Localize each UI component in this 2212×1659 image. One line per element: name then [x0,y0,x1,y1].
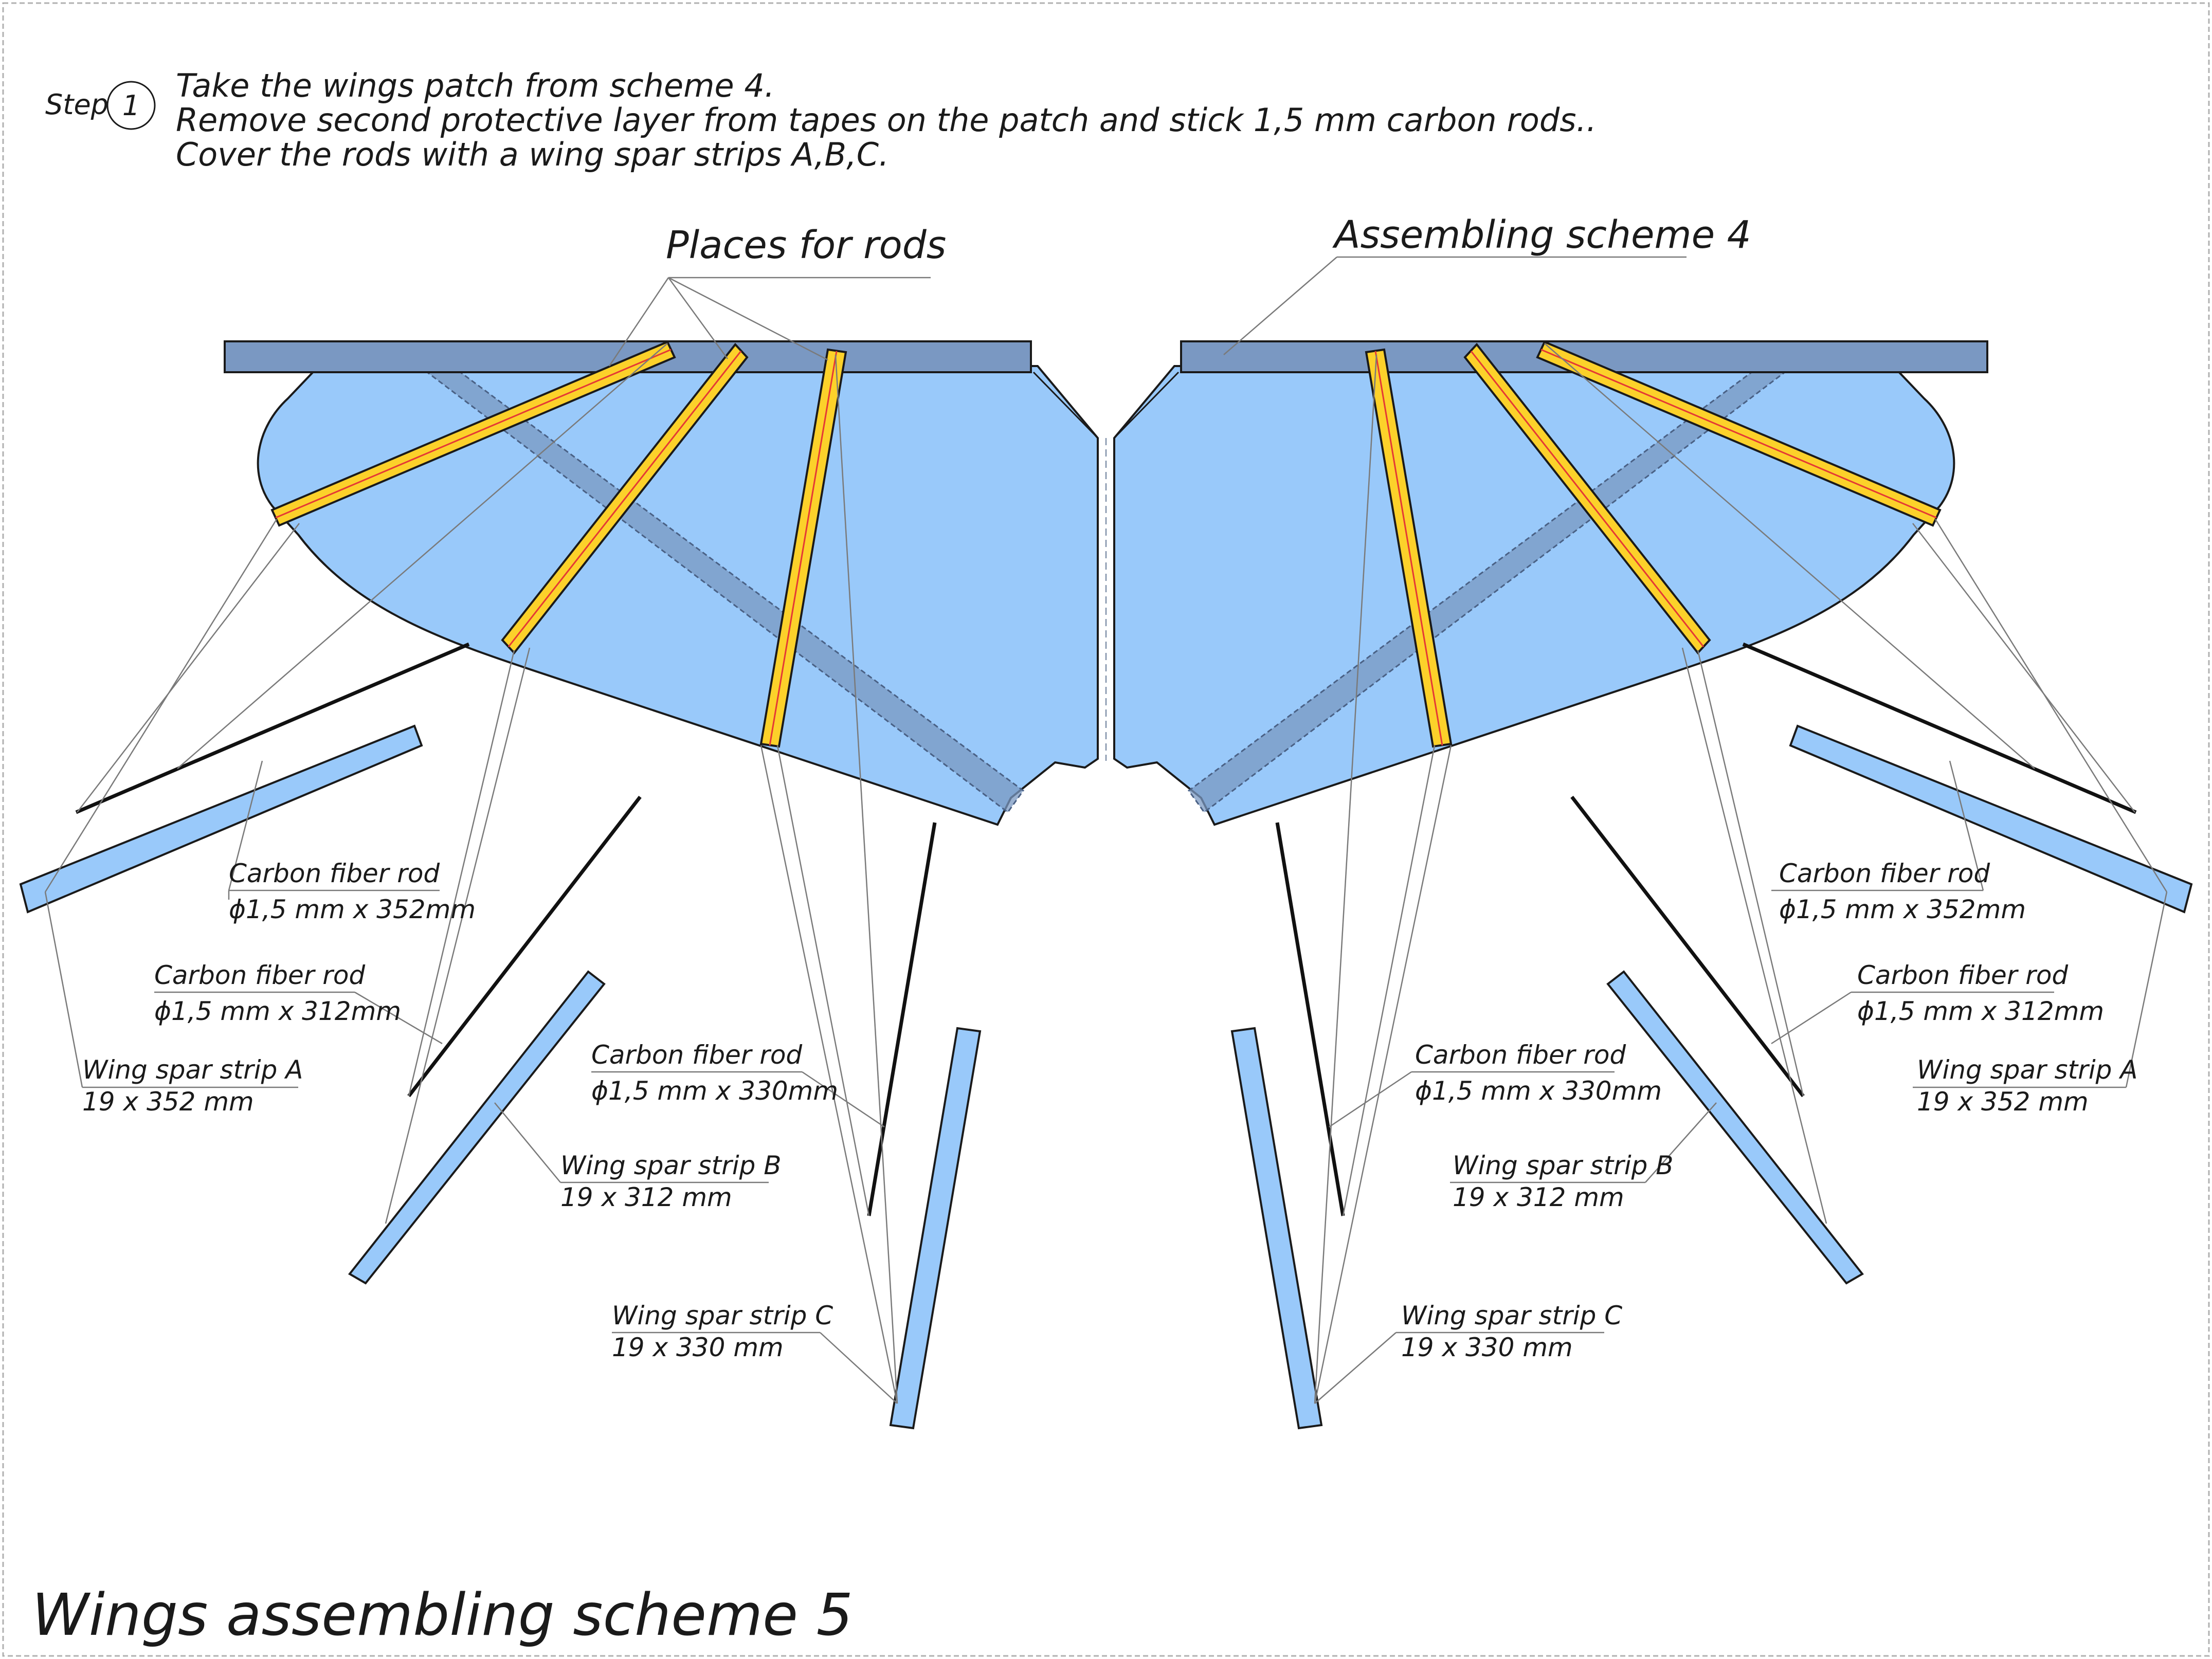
left-rod-352-name: Carbon fiber rod [229,859,440,888]
left-carbon-rod-312 [407,795,642,1098]
step-number: 1 [122,89,140,122]
left-rod-312-size: ϕ1,5 mm x 312mm [154,996,401,1026]
step-instructions: Step 1 Take the wings patch from scheme … [45,67,1597,173]
carbon-rods [75,642,2137,1216]
leader-lines [44,256,2168,1404]
right-strip-a-name: Wing spar strip A [1917,1055,2137,1085]
right-carbon-rod-312 [1570,795,1805,1098]
left-rod-312-name: Carbon fiber rod [154,960,365,990]
right-spar-strip-a [1536,340,1942,527]
left-part-labels: Carbon fiber rod ϕ1,5 mm x 352mm Carbon … [82,859,838,1362]
left-spar-strip-a [270,340,676,527]
right-rod-352-name: Carbon fiber rod [1779,859,1990,888]
left-notch-edge [1032,371,1099,439]
assembling-scheme-label: Assembling scheme 4 [1332,213,1751,257]
loose-spar-strips [19,724,2193,1430]
callouts: Places for rods Assembling scheme 4 [666,213,1751,267]
left-strip-b-size: 19 x 312 mm [560,1182,732,1212]
right-strip-c-size: 19 x 330 mm [1401,1333,1573,1362]
left-strip-b-name: Wing spar strip B [560,1151,782,1180]
left-wing-patch [224,340,1099,826]
step-number-circle [106,81,156,130]
left-carbon-rod-330 [867,822,937,1216]
right-loose-strip-c [1230,1027,1323,1430]
left-strip-a-name: Wing spar strip A [82,1055,303,1085]
right-rod-b-line [1470,351,1705,647]
right-diagonal-spar-shadow [1187,342,1807,814]
right-rod-312-name: Carbon fiber rod [1857,960,2068,990]
right-loose-strip-b [1606,970,1864,1285]
right-rod-a-line [1540,349,1937,519]
instruction-line-2: Remove second protective layer from tape… [176,101,1597,139]
right-wing-patch [1113,340,1988,826]
right-carbon-rod-330 [1275,822,1345,1216]
right-rod-352-size: ϕ1,5 mm x 352mm [1779,895,2026,924]
right-strip-b-size: 19 x 312 mm [1453,1182,1624,1212]
left-rod-a-line [275,349,672,519]
right-notch-edge [1113,371,1180,439]
right-rod-312-size: ϕ1,5 mm x 312mm [1857,996,2104,1026]
right-carbon-rod-352 [1742,642,2137,814]
left-strip-c-name: Wing spar strip C [612,1301,833,1330]
right-strip-a-size: 19 x 352 mm [1917,1087,2089,1117]
left-loose-strip-a [19,724,423,914]
right-part-labels: Carbon fiber rod ϕ1,5 mm x 352mm Carbon … [1401,859,2137,1362]
left-diagonal-spar-shadow [405,342,1025,814]
step-label: Step [45,88,108,121]
scheme-title: Wings assembling scheme 5 [32,1582,853,1649]
left-rod-330-size: ϕ1,5 mm x 330mm [591,1076,838,1106]
right-strip-c-name: Wing spar strip C [1401,1301,1622,1330]
instruction-line-3: Cover the rods with a wing spar strips A… [176,136,889,173]
left-strip-c-size: 19 x 330 mm [612,1333,784,1362]
left-loose-strip-c [889,1027,982,1430]
places-for-rods-label: Places for rods [666,223,946,267]
right-strip-b-name: Wing spar strip B [1453,1151,1674,1180]
left-carbon-rod-352 [75,642,470,814]
left-rod-352-size: ϕ1,5 mm x 352mm [229,895,476,924]
right-rod-330-name: Carbon fiber rod [1415,1040,1626,1070]
left-rod-c-line [769,351,838,746]
left-strip-a-size: 19 x 352 mm [82,1087,254,1117]
right-rod-330-size: ϕ1,5 mm x 330mm [1415,1076,1662,1106]
left-rod-b-line [507,351,742,647]
right-loose-strip-a [1789,724,2193,914]
left-rod-330-name: Carbon fiber rod [591,1040,802,1070]
left-loose-strip-b [348,970,606,1285]
left-spar-strip-c [759,348,847,748]
right-rod-c-line [1374,351,1443,746]
instruction-line-1: Take the wings patch from scheme 4. [176,67,775,104]
right-spar-strip-c [1365,348,1453,748]
